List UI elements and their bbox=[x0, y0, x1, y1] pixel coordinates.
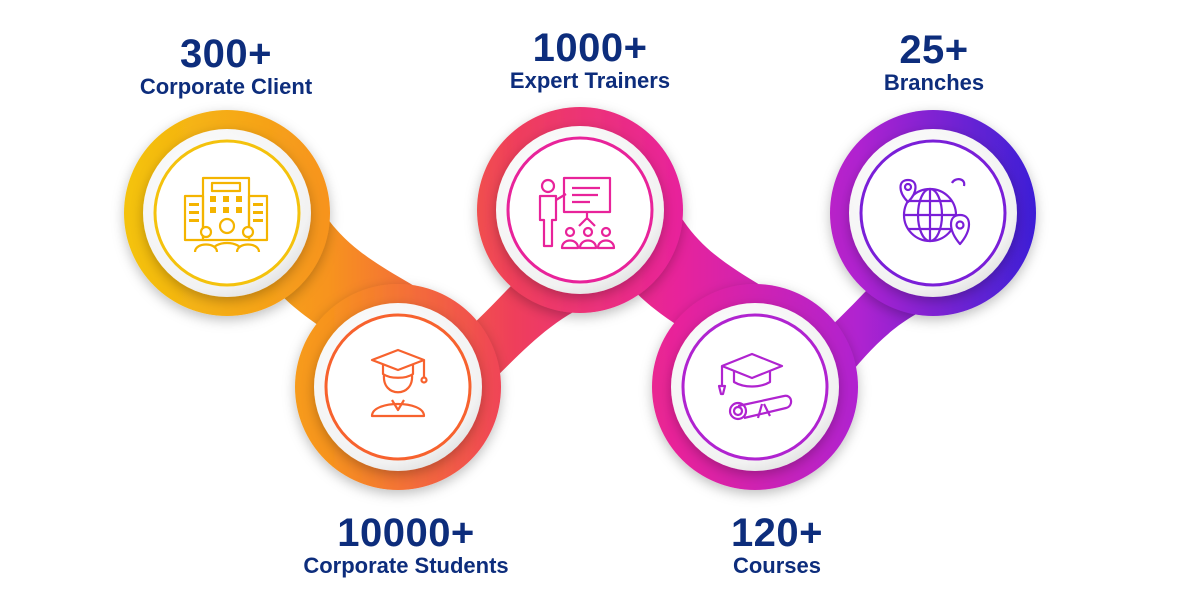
trainer-presentation-icon bbox=[538, 176, 616, 250]
graduate-student-icon bbox=[370, 348, 428, 418]
stat-value: 10000+ bbox=[337, 511, 475, 555]
stat-expert-trainers: 1000+ Expert Trainers bbox=[440, 27, 740, 93]
stat-corporate-students: 10000+ Corporate Students bbox=[256, 512, 556, 578]
stat-label: Expert Trainers bbox=[509, 68, 671, 93]
stat-label: Corporate Client bbox=[139, 74, 313, 99]
office-building-people-icon bbox=[183, 176, 269, 253]
stat-corporate-client: 300+ Corporate Client bbox=[76, 33, 376, 99]
globe-location-icon bbox=[899, 178, 971, 246]
stat-value: 120+ bbox=[730, 511, 824, 555]
stat-value: 300+ bbox=[179, 32, 273, 76]
stat-label: Branches bbox=[883, 70, 985, 95]
stat-value: 25+ bbox=[899, 28, 969, 72]
stat-courses: 120+ Courses bbox=[627, 512, 927, 578]
stat-value: 1000+ bbox=[532, 26, 648, 70]
graduation-cap-diploma-icon bbox=[717, 352, 793, 421]
stat-label: Courses bbox=[732, 553, 822, 578]
stat-branches: 25+ Branches bbox=[784, 29, 1084, 95]
stat-label: Corporate Students bbox=[303, 553, 509, 578]
